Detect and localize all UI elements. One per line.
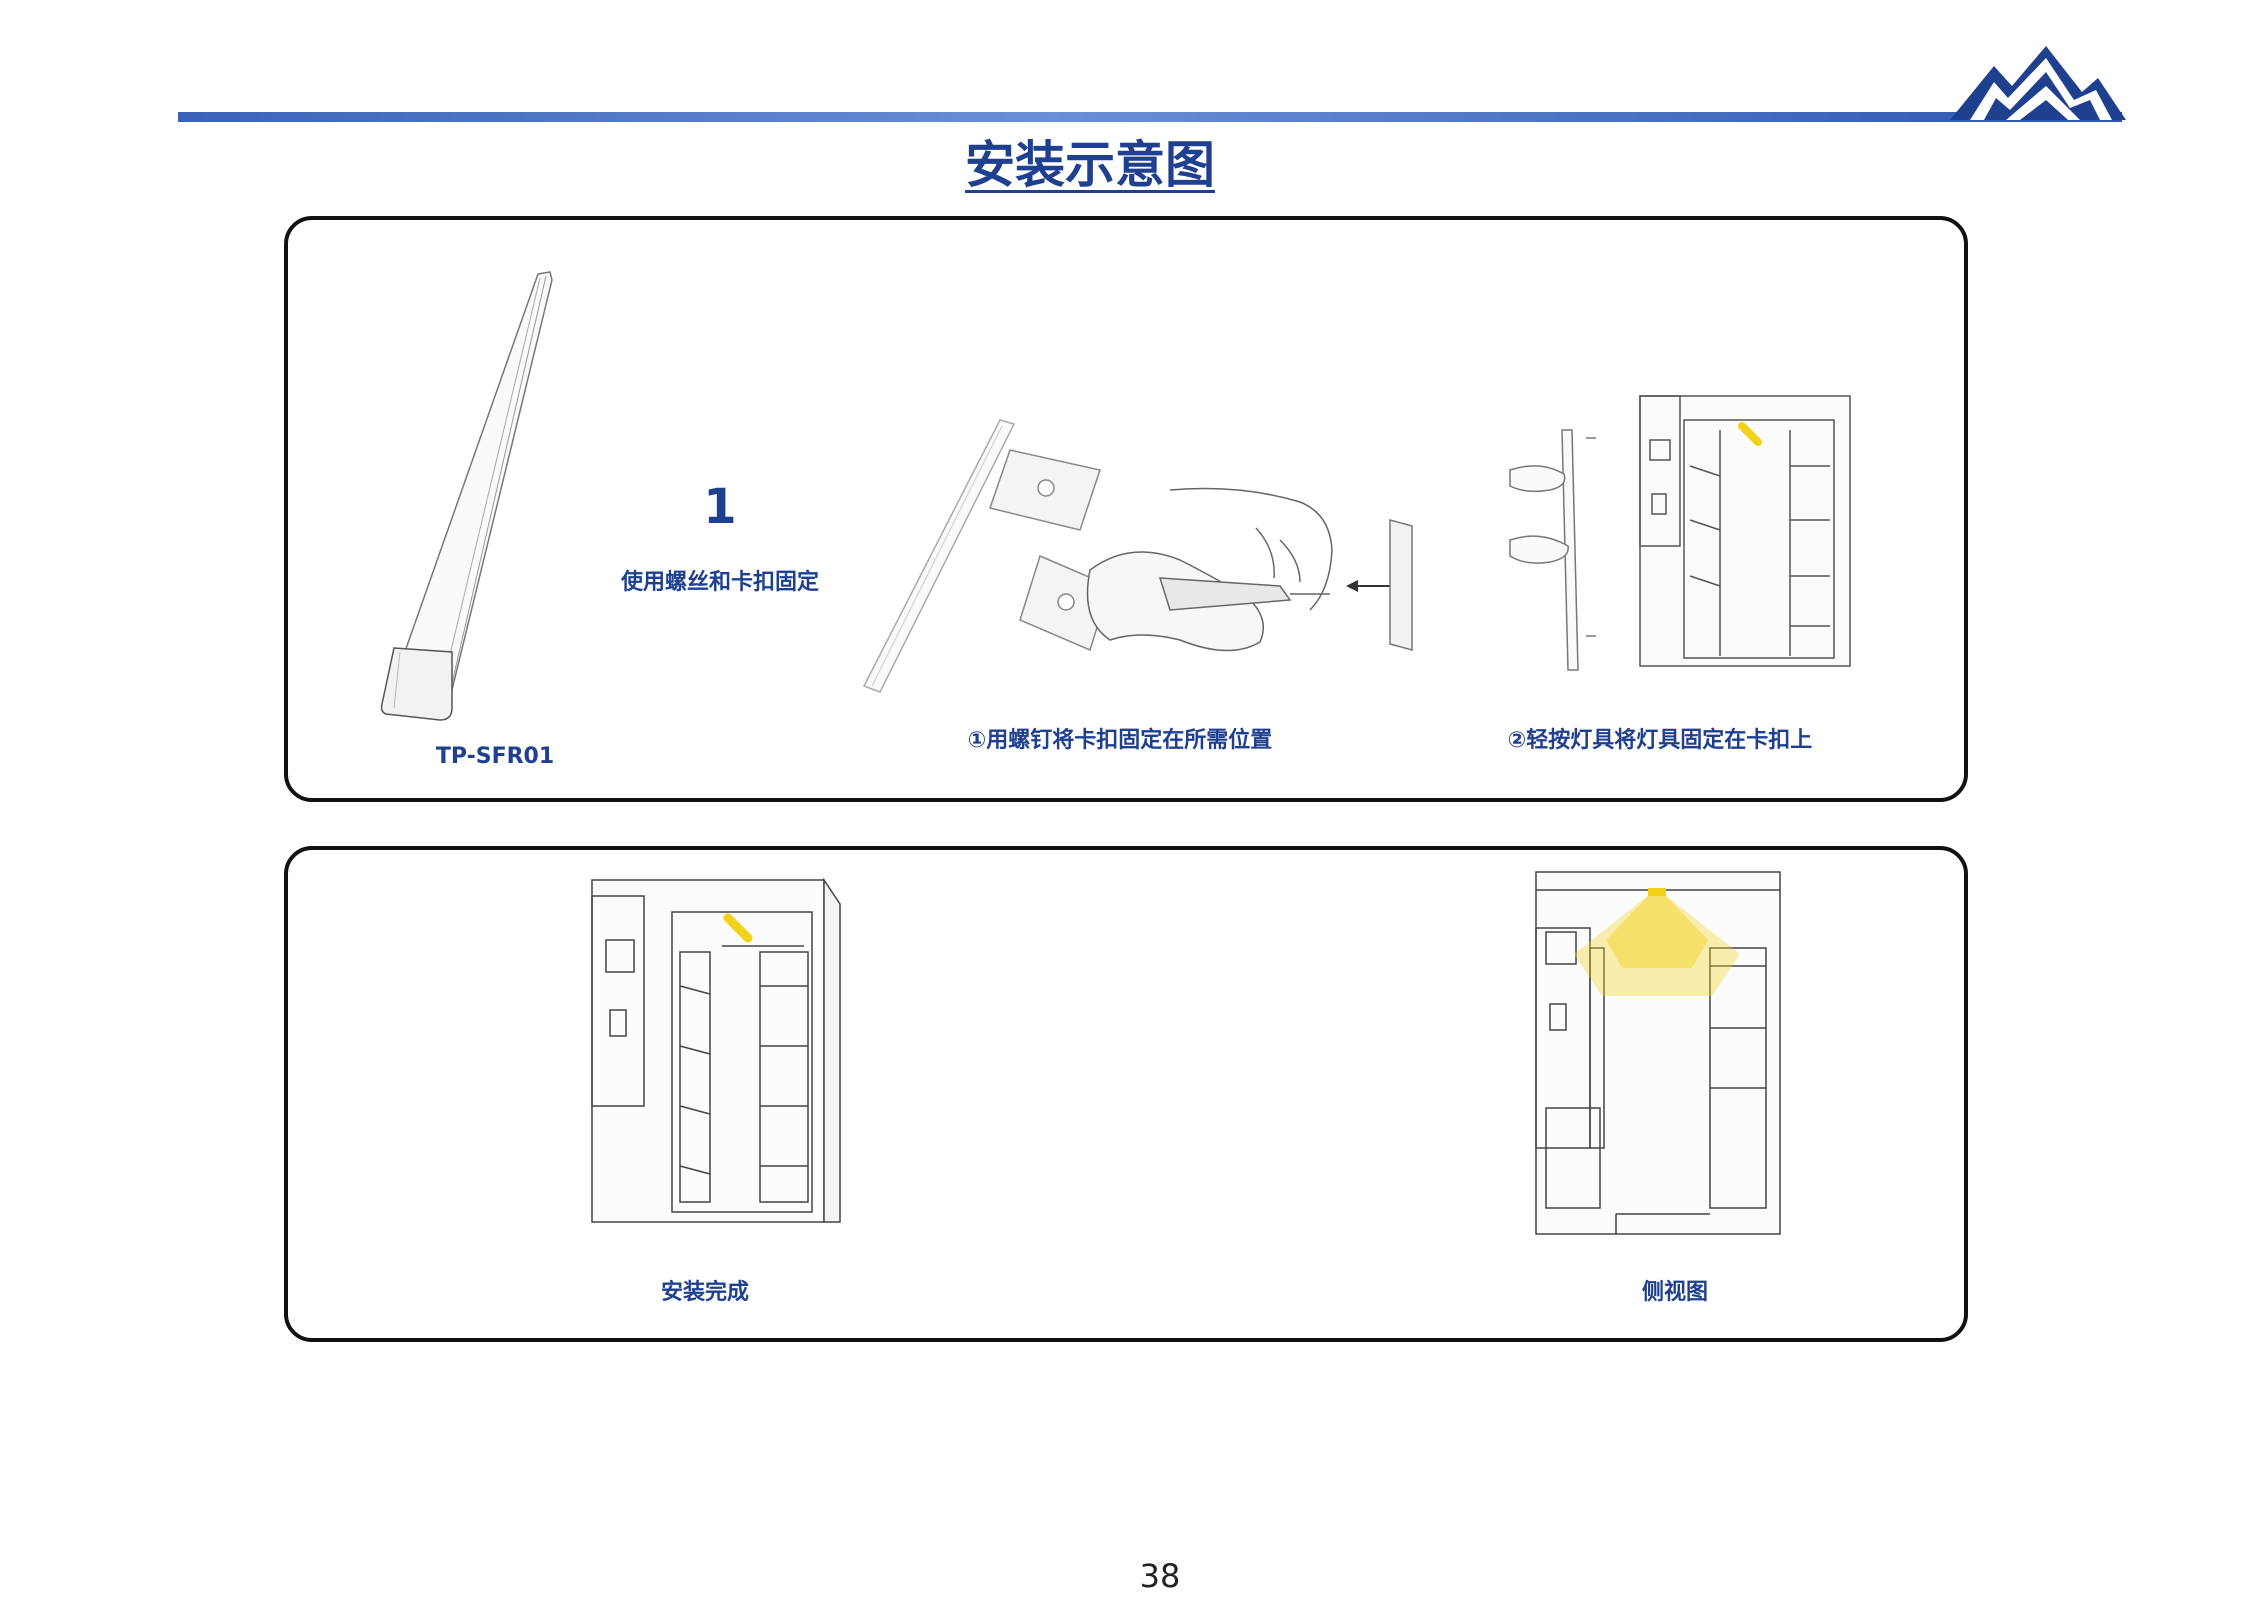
step-description: 使用螺丝和卡扣固定 [620, 570, 819, 595]
step-number: 1 [703, 479, 737, 535]
step2-caption: ②轻按灯具将灯具固定在卡扣上 [1507, 728, 1813, 753]
step1-caption: ①用螺钉将卡扣固定在所需位置 [967, 728, 1273, 753]
product-model-label: TP-SFR01 [435, 744, 555, 769]
header-divider [178, 112, 2122, 122]
lamp-product-illustration [380, 268, 560, 728]
screw-clip-illustration [860, 410, 1420, 700]
press-lamp-illustration [1490, 390, 1860, 680]
installed-caption: 安装完成 [660, 1280, 749, 1305]
page-number: 38 [1139, 1557, 1181, 1595]
page-title: 安装示意图 [965, 136, 1215, 194]
installed-cabinet-illustration [588, 876, 848, 1226]
side-view-illustration [1532, 868, 1782, 1238]
side-view-caption: 侧视图 [1641, 1280, 1708, 1305]
mountain-logo-icon [1950, 46, 2126, 120]
